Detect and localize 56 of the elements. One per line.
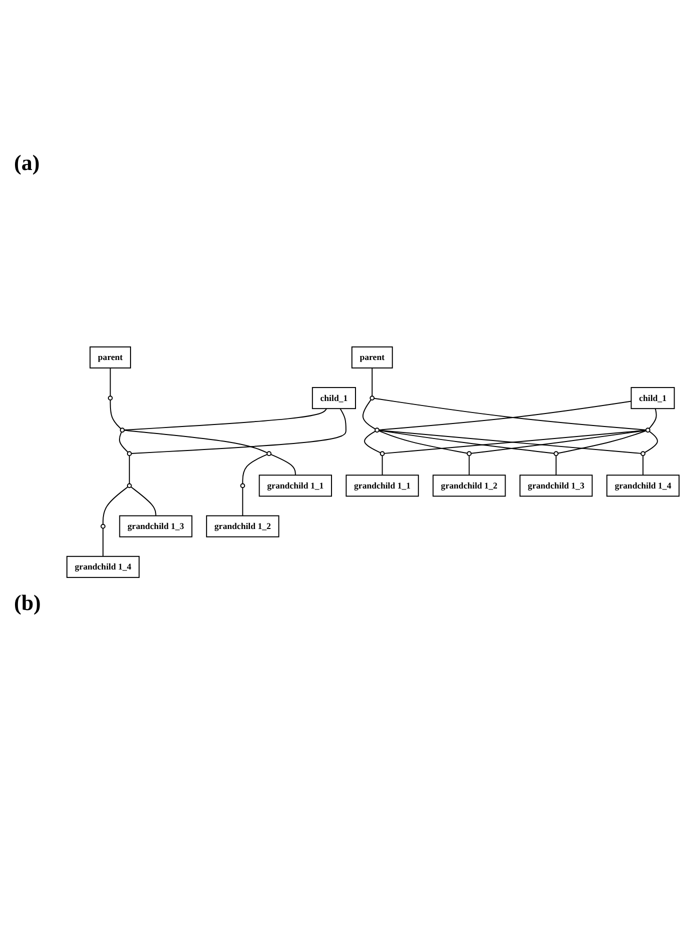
connector [555,455,556,476]
connector [242,487,243,517]
node-circle [553,451,558,456]
node-circle [126,451,132,456]
connector [123,430,268,454]
node-circle [240,484,245,488]
node-box: grandchild 1_2 [206,516,279,538]
node-circle [644,428,650,433]
connector [371,368,372,397]
connector [557,430,646,454]
connector [642,455,643,476]
connector [378,401,632,431]
connector [118,432,128,454]
connector [102,486,128,526]
connector [362,400,376,430]
node-box: parent [350,346,392,369]
connector [270,454,296,476]
connector [242,454,268,485]
node-circle [100,524,105,530]
node-circle [119,428,124,433]
node-box: grandchild 1_1 [345,474,418,497]
node-box: grandchild 1_1 [258,474,332,497]
connector [648,408,656,430]
connector [381,455,382,476]
node-circle [107,396,112,401]
connector [378,430,554,454]
node-box: grandchild 1_4 [66,556,140,578]
connector [130,486,156,517]
connector [109,400,121,430]
connector [378,430,468,454]
node-circle [640,451,645,456]
node-circle [369,396,374,401]
node-box: grandchild 1_3 [519,474,592,497]
connector [468,455,470,476]
panel-label: (a) [14,150,40,176]
connector [130,408,346,454]
connector [123,408,327,431]
node-circle [374,428,379,433]
node-circle [126,484,132,488]
connector [109,368,110,397]
node-box: grandchild 1_4 [606,474,680,497]
node-box: child_1 [311,387,356,410]
node-box: child_1 [630,387,674,410]
connector [373,398,646,431]
node-circle [266,451,271,456]
node-circle [466,451,472,456]
connector [644,431,658,454]
connector [102,528,104,558]
connector [128,455,130,485]
connector [470,430,646,454]
connector [364,430,381,454]
panel-label: (b) [14,590,41,616]
node-box: parent [89,346,131,369]
node-box: grandchild 1_3 [118,516,192,538]
node-circle [379,451,384,456]
node-box: grandchild 1_2 [432,474,506,497]
